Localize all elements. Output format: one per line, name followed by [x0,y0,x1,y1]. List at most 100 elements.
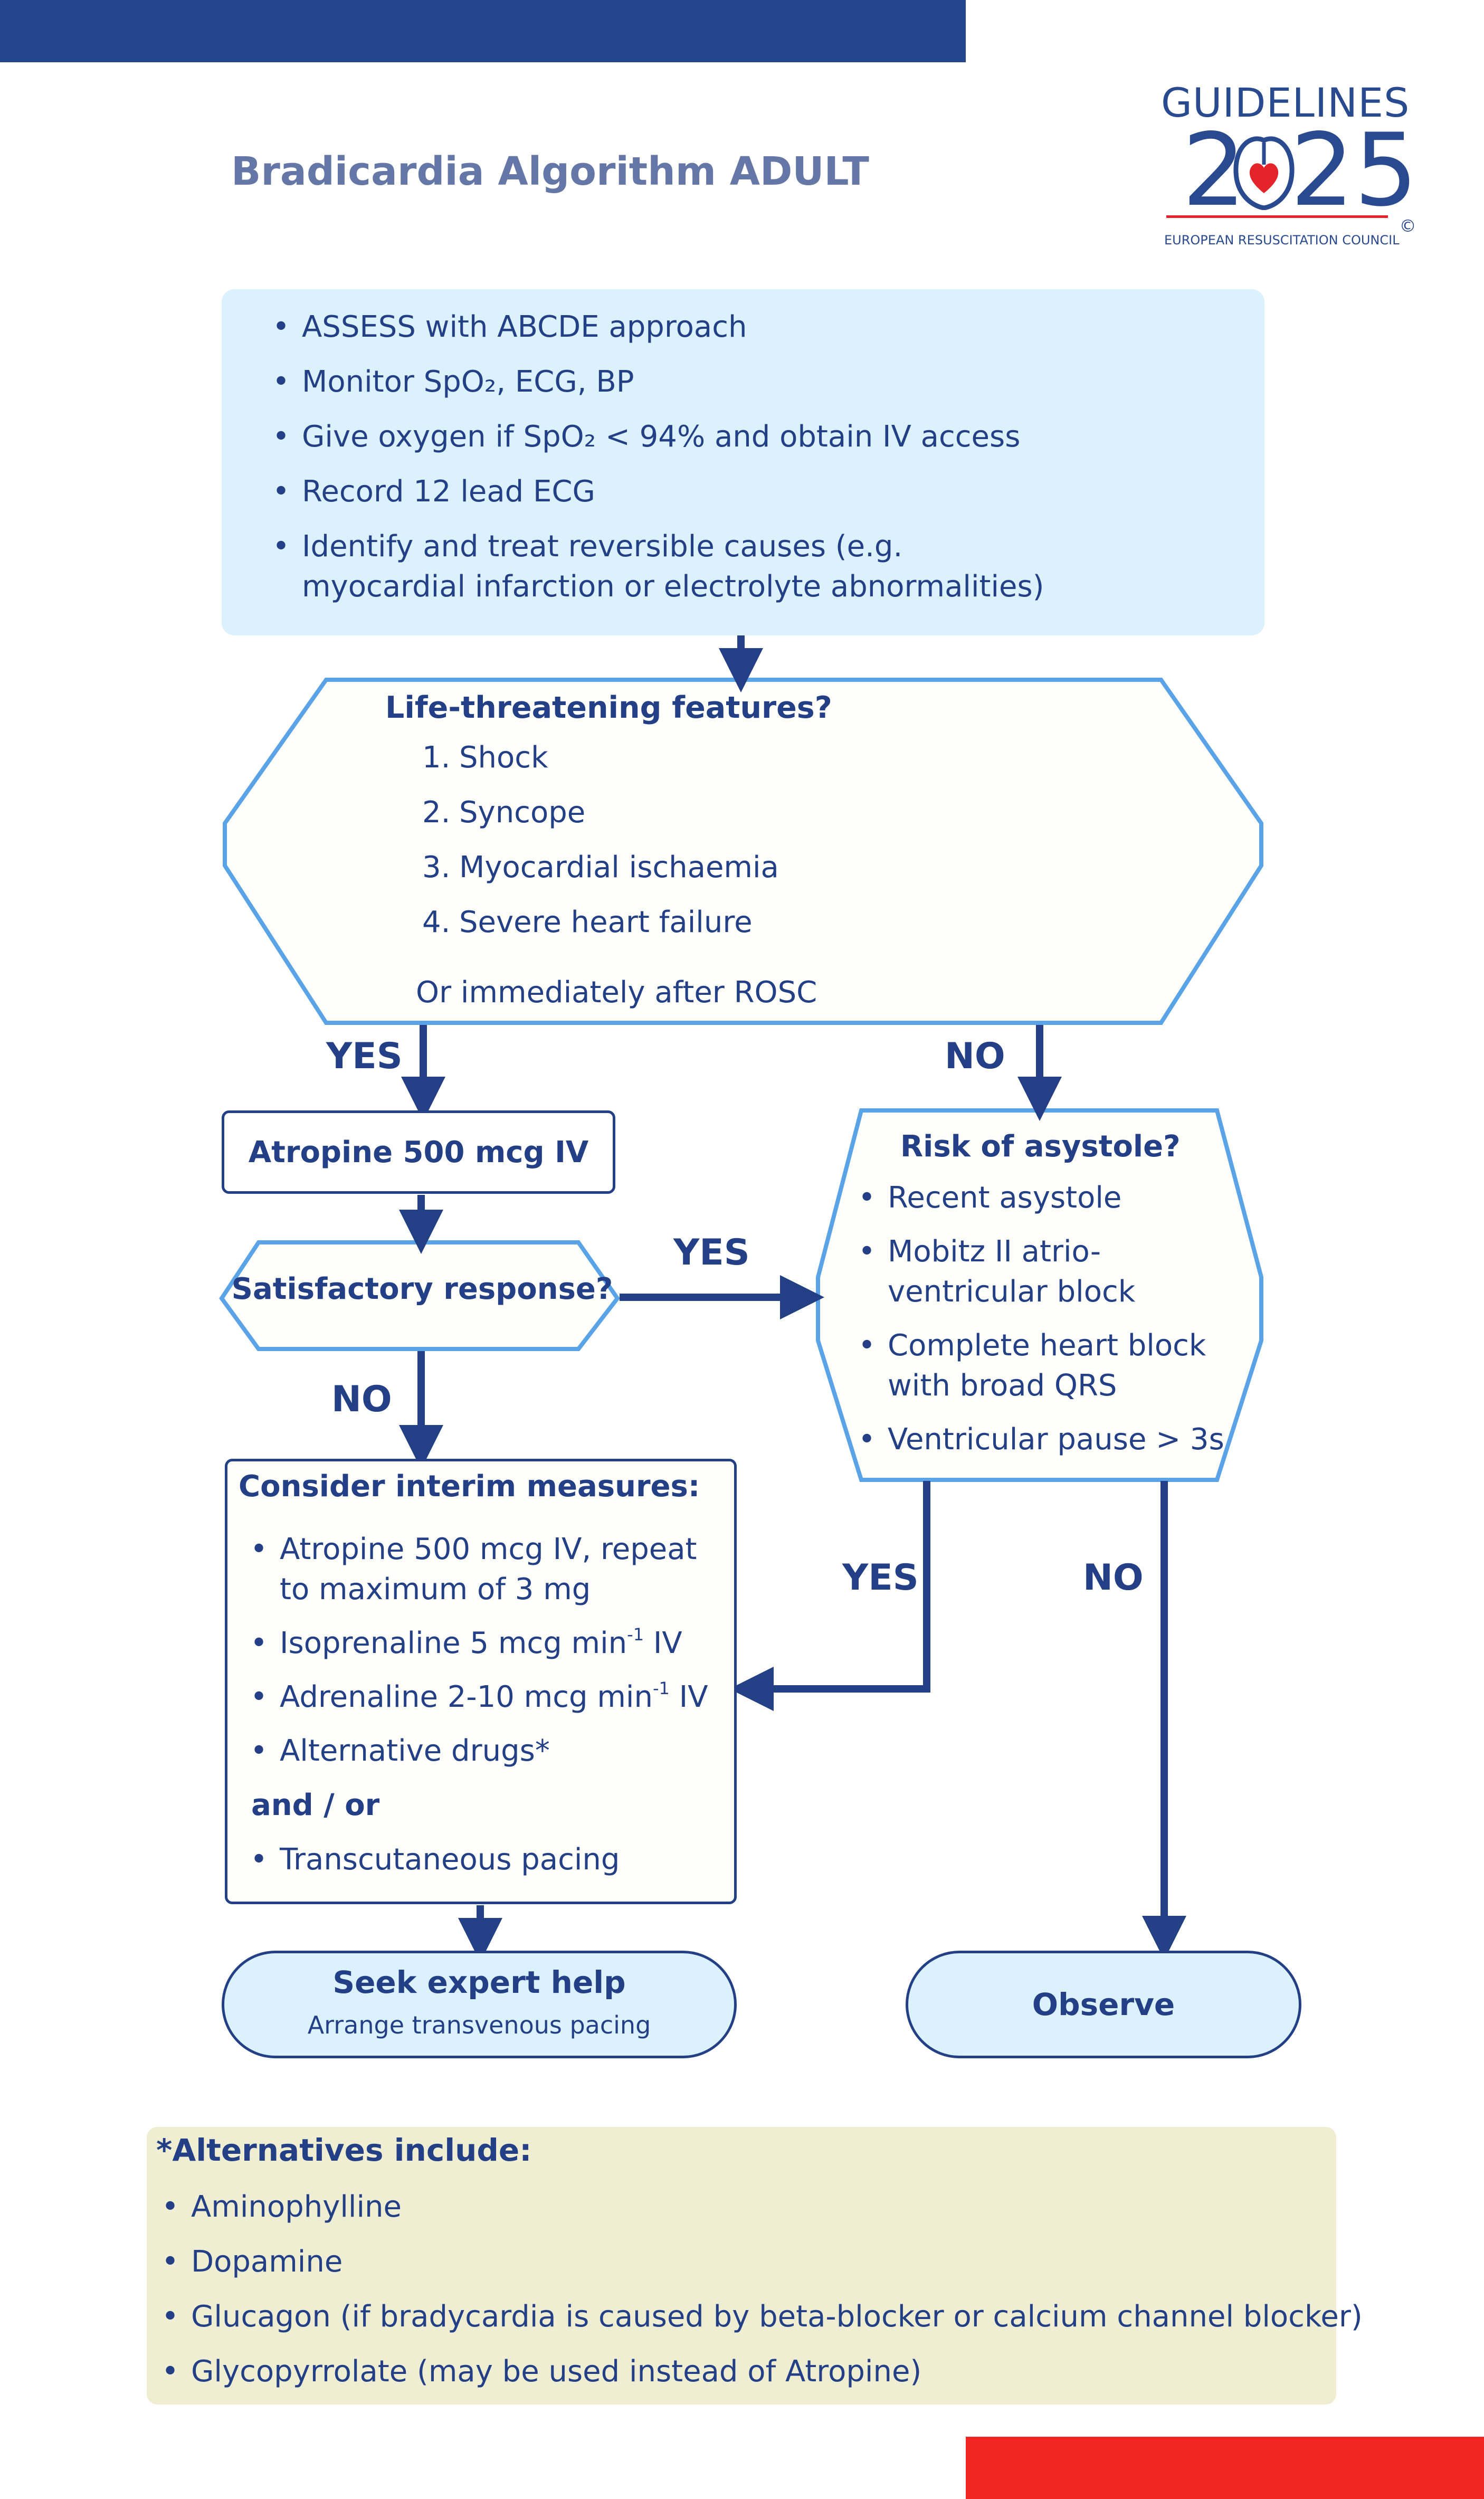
alternative-item: • Aminophylline [161,2187,1333,2227]
risk-item: • Ventricular pause > 3s [858,1420,1259,1460]
logo-year-right: 25 [1290,112,1418,229]
risk-item-text: Complete heart block with broad QRS [888,1328,1206,1403]
risk-item: • Complete heart block with broad QRS [858,1326,1225,1406]
label-no-satisfactory: NO [331,1379,392,1420]
assess-item-text: Identify and treat reversible causes (e.… [302,529,1044,604]
interim-item-tail: IV [669,1680,708,1714]
assess-item: • Give oxygen if SpO₂ < 94% and obtain IV… [272,417,1222,457]
bottom-accent-bar [966,2437,1484,2499]
alternatives-title: *Alternatives include: [156,2132,532,2168]
arrow-risk-yes-to-interim [729,1481,930,1711]
superscript: -1 [652,1678,670,1698]
risk-of-asystole-title: Risk of asystole? [900,1129,1181,1164]
heart-lungs-icon [1233,136,1295,210]
item-text: Severe heart failure [459,905,753,939]
life-threatening-item: 2.Syncope [422,793,779,833]
alternative-item-text: Dopamine [191,2245,343,2279]
interim-item-text: Isoprenaline 5 mcg min [280,1626,627,1660]
superscript: -1 [627,1624,644,1645]
interim-measures-title: Consider interim measures: [239,1469,700,1504]
label-no-life-threatening: NO [945,1035,1005,1077]
bullet: • [161,2190,179,2224]
top-accent-bar [0,0,966,62]
logo-organisation: EUROPEAN RESUSCITATION COUNCIL© [1164,217,1416,248]
alternatives-list: • Aminophylline • Dopamine • Glucagon (if b… [161,2187,1363,2407]
risk-item-text: Recent asystole [888,1181,1122,1215]
logo-org-text: EUROPEAN RESUSCITATION COUNCIL [1164,233,1400,248]
risk-of-asystole-list: • Recent asystole • Mobitz II atrio-ventri… [858,1178,1259,1474]
assess-item-text: Give oxygen if SpO₂ < 94% and obtain IV … [302,420,1021,454]
assess-item: • Monitor SpO₂, ECG, BP [272,362,1222,402]
logo-underline [1166,215,1388,218]
satisfactory-response-label: Satisfactory response? [231,1272,613,1306]
item-text: Syncope [459,795,586,830]
risk-item: • Recent asystole [858,1178,1259,1218]
assess-item: •ASSESS with ABCDE approach [272,307,1222,347]
item-number: 4. [422,905,451,939]
alternative-item: • Glycopyrrolate (may be used instead of … [161,2352,1333,2392]
life-threatening-title: Life-threatening features? [385,690,832,725]
bullet: • [161,2245,179,2279]
seek-expert-help-subtitle: Arrange transvenous pacing [307,2011,651,2039]
interim-item: • Transcutaneous pacing [250,1840,725,1880]
alternative-item-text: Aminophylline [191,2190,402,2224]
risk-item-text: Ventricular pause > 3s [888,1422,1224,1457]
assess-box [222,289,1264,635]
bullet: • [858,1234,876,1269]
item-text: Myocardial ischaemia [459,850,779,885]
interim-item-text: Transcutaneous pacing [280,1842,620,1877]
bullet: • [272,474,290,509]
interim-pacing-list: • Transcutaneous pacing [250,1840,725,1880]
assess-item-text: Monitor SpO₂, ECG, BP [302,365,634,399]
alternative-item-text: Glycopyrrolate (may be used instead of A… [191,2354,922,2389]
interim-and-or: and / or [251,1788,380,1822]
assess-item-text: Record 12 lead ECG [302,474,595,509]
page-title: Bradicardia Algorithm ADULT [231,149,869,194]
observe-pill: Observe [906,1951,1301,2058]
seek-expert-help-pill [222,1951,737,2058]
life-threatening-item: 4.Severe heart failure [422,902,779,943]
risk-item: • Mobitz II atrio-ventricular block [858,1232,1259,1312]
interim-item: •Alternative drugs* [250,1731,725,1771]
item-number: 3. [422,850,451,885]
bullet: • [858,1181,876,1215]
bullet: • [272,365,290,399]
risk-item-text: Mobitz II atrio-ventricular block [888,1234,1136,1309]
life-threatening-item: 1.Shock [422,738,779,778]
bullet: • [250,1626,268,1660]
assess-list: •ASSESS with ABCDE approach •Monitor SpO… [272,307,1222,622]
alternative-item-text: Glucagon (if bradycardia is caused by be… [191,2300,1363,2334]
guidelines-2025-logo: GUIDELINES 2 25 EUROPEAN RESUSCITATION C… [1161,74,1418,253]
bullet: • [161,2300,179,2334]
logo-copyright: © [1399,216,1416,236]
interim-item: • Isoprenaline 5 mcg min-1 IV [250,1623,725,1664]
interim-item-text: Atropine 500 mcg IV, repeat to maximum o… [280,1532,697,1607]
interim-item: •Adrenaline 2-10 mcg min-1 IV [250,1677,725,1717]
alternative-item: • Dopamine [161,2242,1333,2282]
label-yes-satisfactory: YES [673,1232,750,1274]
seek-expert-help-title: Seek expert help [332,1964,626,2000]
item-number: 1. [422,740,451,775]
logo-word: GUIDELINES [1161,79,1410,126]
bullet: • [858,1328,876,1363]
bullet: • [161,2354,179,2389]
interim-measures-list: • Atropine 500 mcg IV, repeat to maximum … [250,1529,725,1785]
interim-item-tail: IV [644,1626,682,1660]
interim-measures-box [225,1459,737,1904]
satisfactory-response-decision-shape [219,1240,620,1351]
interim-item-text: Adrenaline 2-10 mcg min [280,1680,653,1714]
life-threatening-after-rosc: Or immediately after ROSC [416,975,817,1010]
life-threatening-item: 3.Myocardial ischaemia [422,848,779,888]
bullet: • [858,1422,876,1457]
life-threatening-list: 1.Shock 2.Syncope 3.Myocardial ischaemia… [422,738,779,957]
bullet: • [250,1842,268,1877]
label-no-risk: NO [1083,1557,1144,1599]
bullet: • [272,420,290,454]
interim-item: •Atropine 500 mcg IV, repeat to maximum … [250,1529,718,1610]
assess-item-text: ASSESS with ABCDE approach [302,310,747,344]
label-yes-life-threatening: YES [326,1035,403,1077]
item-number: 2. [422,795,451,830]
atropine-box: Atropine 500 mcg IV [222,1110,615,1194]
